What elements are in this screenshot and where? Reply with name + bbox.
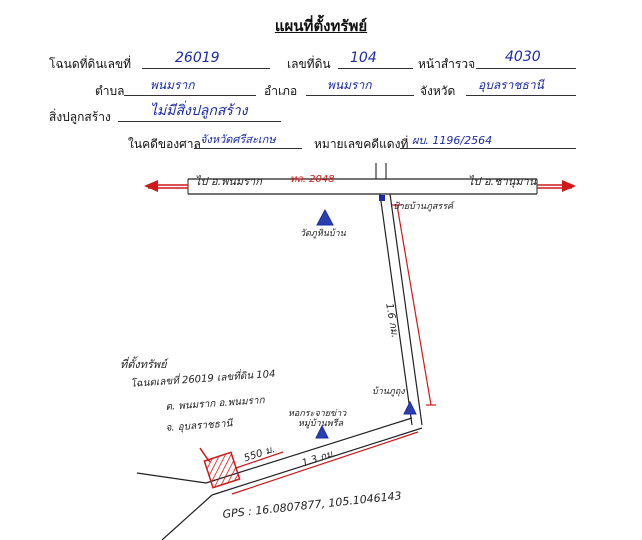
- subdistrict-label: ตำบล: [95, 84, 125, 98]
- survey-page-line: [476, 68, 576, 69]
- page-title: แผนที่ตั้งทรัพย์: [274, 17, 368, 35]
- south-road-left: [379, 193, 413, 426]
- subdistrict-line: [124, 95, 256, 96]
- highway-label: ทล. 2048: [290, 174, 335, 185]
- junction-sign-marker: [379, 195, 385, 201]
- asset-pointer: [199, 447, 211, 463]
- province-label: จังหวัด: [420, 84, 456, 98]
- land-no-label: เลขที่ดิน: [287, 57, 331, 71]
- survey-page-label: หน้าสำรวจ: [418, 57, 476, 71]
- court-value: จังหวัดศรีสะเกษ: [200, 133, 276, 146]
- court-line: [194, 148, 302, 149]
- deed-label: โฉนดที่ดินเลขที่: [49, 57, 132, 71]
- district-value: พนมราก: [327, 78, 372, 92]
- subdistrict-value: พนมราก: [150, 78, 195, 92]
- district-line: [306, 95, 414, 96]
- deed-value: 26019: [175, 50, 220, 66]
- asset-title: ที่ตั้งทรัพย์: [120, 358, 167, 371]
- district-label: อำเภอ: [264, 84, 298, 98]
- survey-page-value: 4030: [505, 49, 541, 65]
- case-line: [400, 148, 576, 149]
- building-line: [118, 121, 281, 122]
- temple-label: วัดภูหินบ้าน: [300, 229, 346, 239]
- building-label: สิ่งปลูกสร้าง: [49, 110, 111, 124]
- dist-550-line: [235, 451, 284, 469]
- village-triangle-icon: [403, 400, 417, 415]
- station-label: หอกระจายข่าว: [288, 409, 347, 419]
- vertical-distance-line: [396, 204, 432, 406]
- court-label: ในคดีของศาล: [128, 137, 201, 151]
- sw-road-bottom: [211, 427, 423, 496]
- station-label-2: หมู่บ้านพรีล: [298, 419, 344, 429]
- right-direction-arrow: [537, 180, 576, 192]
- province-line: [466, 95, 576, 96]
- dist-13-line: [231, 431, 419, 495]
- south-road-right: [389, 193, 423, 426]
- land-no-value: 104: [350, 50, 377, 66]
- case-label: หมายเลขคดีแดงที่: [314, 137, 409, 151]
- province-value: อุบลราชธานี: [478, 78, 544, 92]
- village-right-label: บ้านภูถุง: [372, 387, 405, 397]
- left-road-label: ไป อ.พนมราก: [195, 175, 262, 188]
- asset-parcel: [203, 451, 241, 489]
- west-road-bottom: [161, 494, 213, 540]
- sw-road-top: [205, 417, 413, 484]
- right-road-label: ไป อ.ชานุมาน: [468, 175, 537, 188]
- station-triangle-icon: [315, 424, 329, 439]
- building-value: ไม่มีสิ่งปลูกสร้าง: [150, 103, 248, 119]
- temple-triangle-icon: [316, 208, 334, 226]
- west-road-top: [136, 472, 207, 484]
- left-direction-arrow: [144, 180, 188, 192]
- deed-line: [142, 68, 270, 69]
- village-sign-label: ป้ายบ้านภูสรรค์: [393, 202, 454, 212]
- land-no-line: [338, 68, 413, 69]
- case-value: ผบ. 1196/2564: [412, 134, 493, 147]
